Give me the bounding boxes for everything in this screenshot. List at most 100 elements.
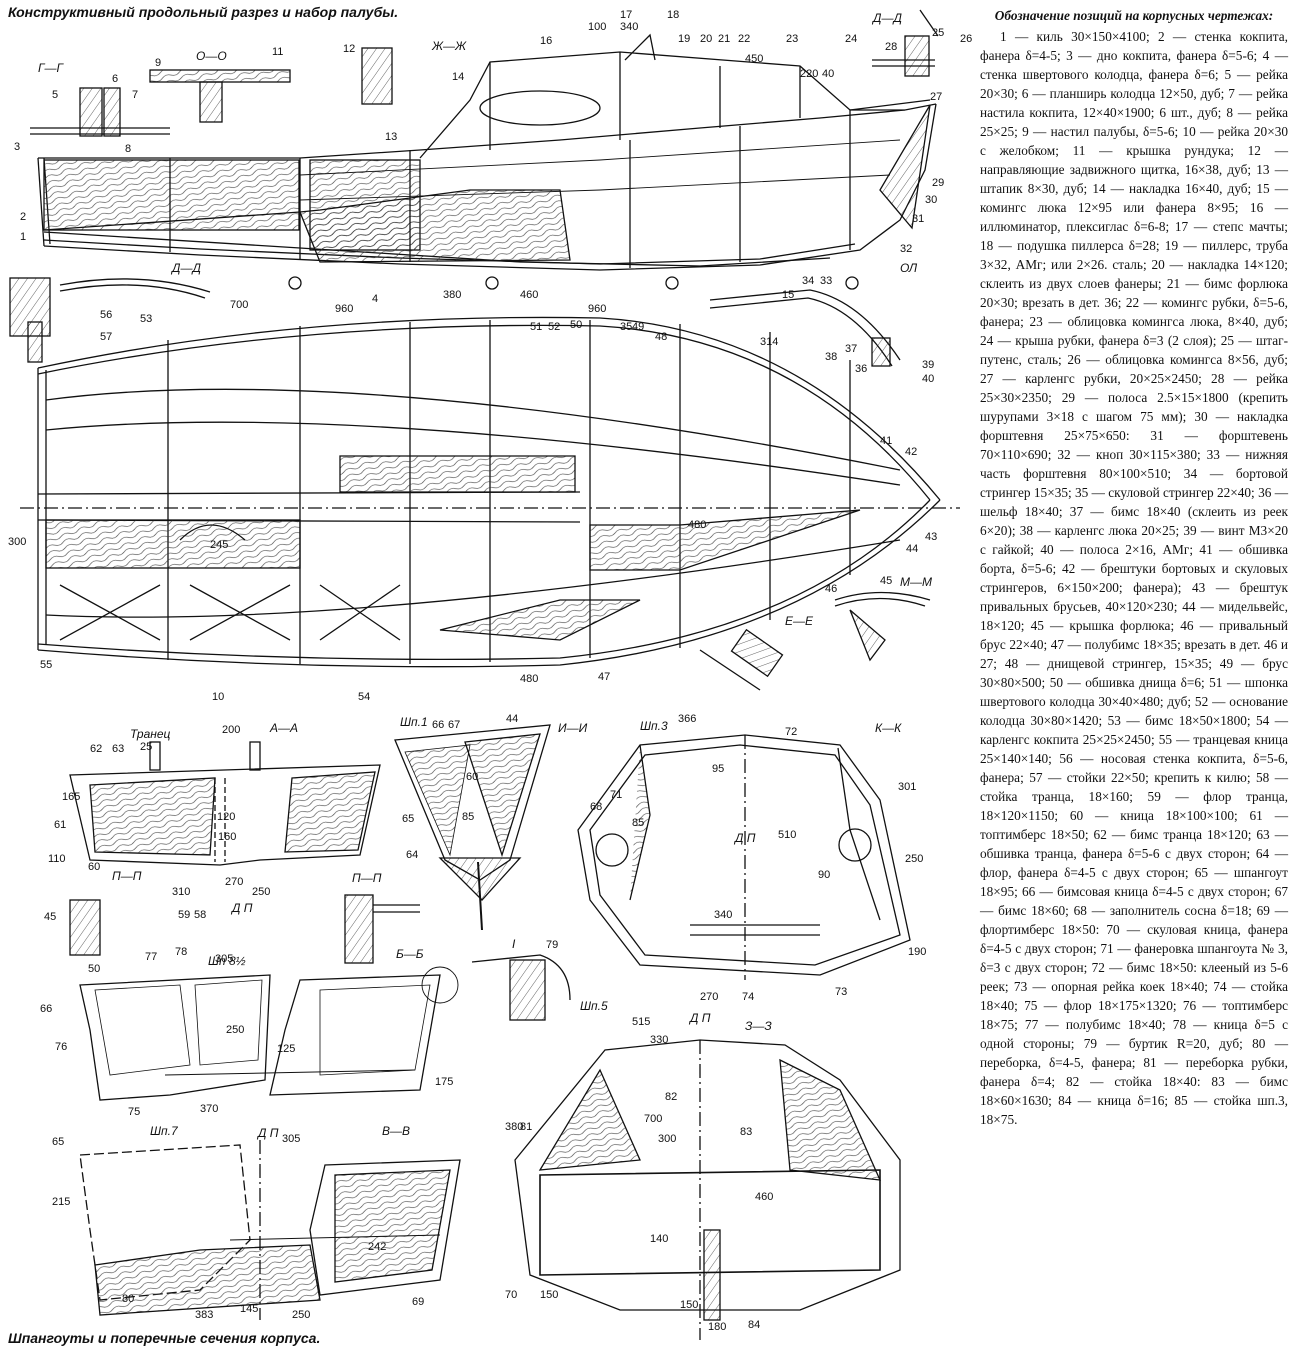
dim-250c: 250 (905, 853, 923, 865)
dim-145: 145 (240, 1303, 258, 1315)
callout-41: 41 (880, 435, 892, 447)
section-frame-3 (577, 734, 911, 980)
dim-250b: 250 (226, 1024, 244, 1036)
dim-180: 180 (708, 1321, 726, 1333)
callout-17: 17 (620, 9, 632, 21)
callout-64: 64 (406, 849, 418, 861)
dim-301: 301 (898, 781, 916, 793)
dim-340b: 340 (714, 909, 732, 921)
label-sh1: Шп.1 (400, 715, 428, 729)
section-transom (69, 741, 381, 866)
callout-66: 66 (432, 719, 444, 731)
label-ii: И—И (558, 721, 588, 735)
parts-legend: Обозначение позиций на корпусных чертежа… (980, 6, 1288, 1129)
callout-68: 68 (590, 801, 602, 813)
callout-43: 43 (925, 531, 937, 543)
dim-242: 242 (368, 1241, 386, 1253)
callout-51: 51 (530, 321, 542, 333)
dim-150a: 150 (540, 1289, 558, 1301)
dim-165: 165 (62, 791, 80, 803)
callout-53: 53 (140, 313, 152, 325)
label-sh5: Шп.5 (580, 999, 608, 1013)
callout-23: 23 (786, 33, 798, 45)
callout-81: 81 (520, 1121, 532, 1133)
dim-515: 515 (632, 1016, 650, 1028)
callout-14: 14 (452, 71, 464, 83)
detail-pp-bb (69, 894, 571, 1021)
label-pp2: П—П (352, 871, 382, 885)
callout-63: 63 (112, 743, 124, 755)
callout-75: 75 (128, 1106, 140, 1118)
callout-32: 32 (900, 243, 912, 255)
callout-8: 8 (125, 143, 131, 155)
dim-510: 510 (778, 829, 796, 841)
label-kk: К—К (875, 721, 902, 735)
detail-zhzh (361, 47, 393, 105)
dim-66: 66 (40, 1003, 52, 1015)
dim-215: 215 (52, 1196, 70, 1208)
dim-245: 245 (210, 539, 228, 551)
dim-480a: 480 (688, 519, 706, 531)
deck-plan (20, 316, 960, 668)
label-bb: Б—Б (396, 947, 424, 961)
dim-380b: 380 (505, 1121, 523, 1133)
dim-95: 95 (712, 763, 724, 775)
section-frame-5 (514, 1039, 901, 1340)
callout-49: 49 (632, 321, 644, 333)
dim-310: 310 (172, 886, 190, 898)
callout-33: 33 (820, 275, 832, 287)
label-sh3: Шп.3 (640, 719, 668, 733)
dim-90: 90 (818, 869, 830, 881)
callout-4: 4 (372, 293, 378, 305)
dim-366: 366 (678, 713, 696, 725)
label-sh8: Шп 8½ (208, 954, 246, 968)
callout-74: 74 (742, 991, 754, 1003)
dim-190: 190 (908, 946, 926, 958)
callout-80: 80 (122, 1293, 134, 1305)
label-dd2: Д—Д (871, 11, 902, 25)
label-sh7: Шп.7 (150, 1124, 179, 1138)
drawing-title-bottom: Шпангоуты и поперечные сечения корпуса. (8, 1330, 321, 1346)
dim-383: 383 (195, 1309, 213, 1321)
callout-61: 61 (54, 819, 66, 831)
callout-76: 76 (55, 1041, 67, 1053)
callout-20: 20 (700, 33, 712, 45)
callout-35: 35 (620, 321, 632, 333)
legend-text: 1 — киль 30×150×4100; 2 — стенка кокпита… (980, 29, 1288, 1127)
dim-25: 25 (140, 741, 152, 753)
label-zhzh: Ж—Ж (431, 39, 467, 53)
callout-1: 1 (20, 231, 26, 243)
label-dd1: Д—Д (170, 261, 201, 275)
callout-84: 84 (748, 1319, 760, 1331)
hull-drawing: Транец А—А Шп.1 И—И Шп.3 К—К Шп 8½ П—П П… (8, 9, 972, 1340)
callout-58: 58 (194, 909, 206, 921)
dim-65: 65 (52, 1136, 64, 1148)
dim-270b: 270 (700, 991, 718, 1003)
dim-44: 44 (506, 713, 518, 725)
callout-73: 73 (835, 986, 847, 998)
callout-67: 67 (448, 719, 460, 731)
callout-26: 26 (960, 33, 972, 45)
label-vv: В—В (382, 1124, 410, 1138)
callout-31: 31 (912, 213, 924, 225)
dim-150b: 150 (680, 1299, 698, 1311)
dim-200: 200 (222, 724, 240, 736)
callout-82: 82 (665, 1091, 677, 1103)
callout-78: 78 (175, 946, 187, 958)
dim-50: 50 (88, 963, 100, 975)
callout-6: 6 (112, 73, 118, 85)
section-frame-8-5 (79, 974, 441, 1101)
dim-314: 314 (760, 336, 778, 348)
callout-72: 72 (785, 726, 797, 738)
longitudinal-section (37, 33, 937, 290)
callout-25: 25 (932, 27, 944, 39)
callout-9: 9 (155, 57, 161, 69)
dim-300: 300 (8, 536, 26, 548)
callout-77: 77 (145, 951, 157, 963)
label-aa: А—А (269, 721, 298, 735)
callout-47: 47 (598, 671, 610, 683)
callout-59: 59 (178, 909, 190, 921)
callout-71: 71 (610, 789, 622, 801)
dim-370: 370 (200, 1103, 218, 1115)
dim-125: 125 (277, 1043, 295, 1055)
